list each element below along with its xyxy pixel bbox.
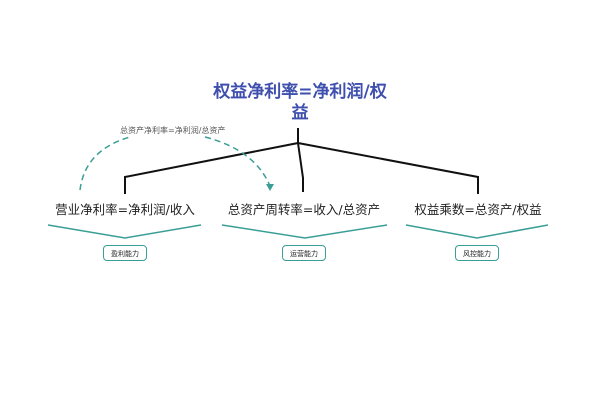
bracket-middle [221, 224, 388, 239]
dashed-arc-left [79, 136, 131, 191]
bracket-right [405, 224, 549, 239]
bracket-left [47, 224, 202, 239]
branch-formula-2: 总资产周转率=收入/总资产 [227, 202, 381, 217]
tree-connector [124, 128, 299, 194]
dashed-arc-right [204, 136, 271, 187]
roa-note: 总资产净利率=净利润/总资产 [120, 126, 226, 135]
root-formula: 权益净利率=净利润/权益 [213, 82, 387, 123]
branch-formula-3: 权益乘数=总资产/权益 [414, 202, 542, 217]
tree-connector [297, 142, 479, 194]
tree-connector [297, 142, 304, 192]
category-box-2: 运营能力 [282, 245, 326, 261]
category-box-3: 风控能力 [455, 245, 499, 261]
arrow-head-icon [266, 184, 274, 191]
branch-formula-1: 营业净利率=净利润/收入 [55, 202, 195, 217]
category-box-1: 盈利能力 [103, 245, 147, 261]
